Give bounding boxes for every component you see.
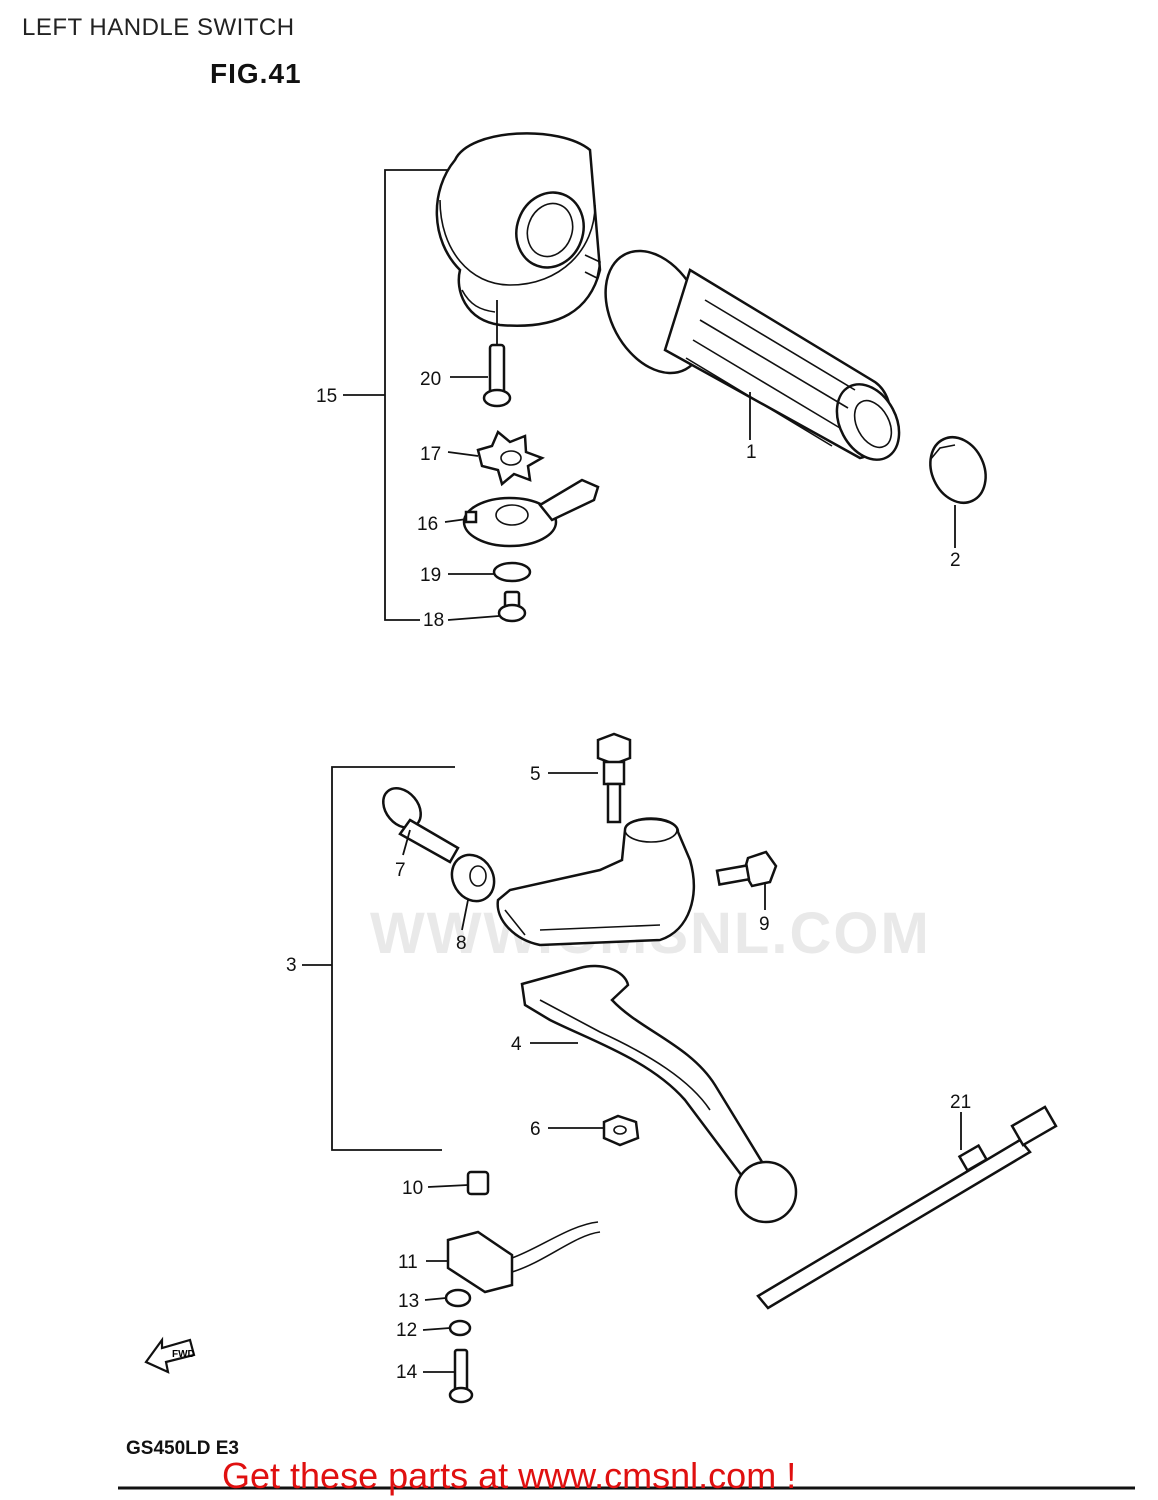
screw-part-18 — [497, 590, 527, 623]
choke-lever — [462, 478, 600, 548]
washer-part-13 — [444, 1288, 472, 1308]
callout-14: 14 — [396, 1362, 418, 1383]
callout-7: 7 — [395, 860, 406, 881]
callout-1: 1 — [746, 442, 757, 463]
bar-end-cap — [929, 436, 987, 504]
washer-part-19 — [492, 561, 532, 583]
callout-12: 12 — [396, 1320, 417, 1341]
callout-10: 10 — [402, 1178, 423, 1199]
clip-part-10 — [466, 1170, 490, 1196]
fwd-arrow-icon: FWD — [144, 1336, 196, 1374]
clutch-switch — [446, 1221, 601, 1294]
lever-bracket — [496, 817, 695, 947]
handlebar-grip — [604, 249, 901, 461]
callout-2: 2 — [950, 550, 961, 571]
cable-tie — [756, 1105, 1058, 1310]
screw-part-20 — [482, 343, 512, 408]
callout-5: 5 — [530, 764, 541, 785]
fwd-label: FWD — [172, 1349, 195, 1360]
callout-11: 11 — [398, 1252, 418, 1273]
leader-lines — [402, 300, 962, 1373]
callout-16: 16 — [417, 514, 438, 535]
pivot-bolt — [596, 732, 632, 824]
callout-19: 19 — [420, 565, 441, 586]
callout-13: 13 — [398, 1291, 419, 1312]
callout-15: 15 — [316, 386, 337, 407]
callout-17: 17 — [420, 444, 441, 465]
hex-nut — [602, 1114, 640, 1147]
clutch-lever — [520, 964, 798, 1224]
switch-housing — [435, 132, 602, 327]
figure-label: FIG.41 — [210, 58, 302, 89]
callout-20: 20 — [420, 369, 441, 390]
cta-link[interactable]: Get these parts at www.cmsnl.com ! — [222, 1455, 797, 1496]
bracket-bolt — [715, 850, 778, 888]
callout-3: 3 — [286, 955, 297, 976]
star-washer — [476, 429, 545, 487]
callout-21: 21 — [950, 1092, 971, 1113]
callout-labels: 20 15 17 16 19 18 1 2 5 7 8 9 3 4 6 10 1… — [286, 369, 971, 1383]
callout-8: 8 — [456, 933, 467, 954]
adjuster-nut — [450, 853, 496, 903]
page-title: LEFT HANDLE SWITCH — [22, 14, 295, 41]
callout-18: 18 — [423, 610, 444, 631]
callout-9: 9 — [759, 914, 770, 935]
callout-6: 6 — [530, 1119, 541, 1140]
lock-washer-part-12 — [448, 1319, 472, 1337]
bracket-group-15 — [343, 169, 455, 621]
screw-part-14 — [448, 1348, 474, 1404]
model-code: GS450LD E3 — [126, 1438, 239, 1459]
bracket-group-3 — [302, 766, 455, 1151]
callout-4: 4 — [511, 1034, 522, 1055]
adjuster-bolt — [382, 787, 460, 864]
